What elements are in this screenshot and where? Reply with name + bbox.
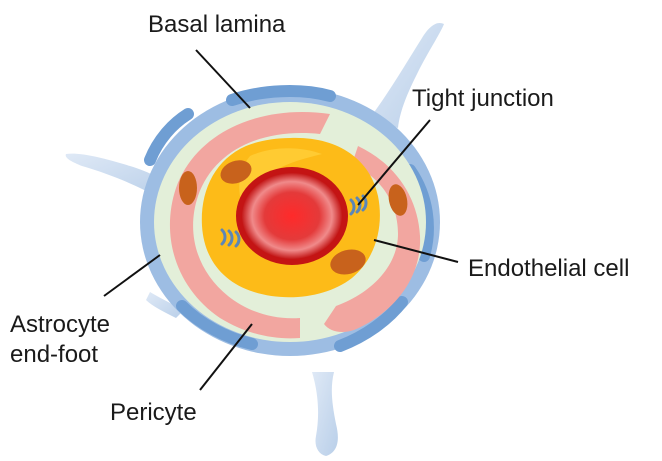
label-tight-junction: Tight junction (412, 85, 554, 112)
vessel-lumen (236, 167, 348, 265)
leader-astrocyte (104, 255, 160, 296)
pericyte-nucleus-left (179, 171, 197, 205)
label-pericyte: Pericyte (110, 399, 197, 426)
astrocyte-process-top-right (370, 23, 444, 128)
lumen-core (242, 173, 342, 259)
label-endothelial-cell: Endothelial cell (468, 255, 629, 282)
leader-basal-lamina (196, 50, 250, 108)
astrocyte-process-bottom (312, 372, 338, 456)
label-astrocyte-line2: end-foot (10, 341, 98, 368)
label-astrocyte-line1: Astrocyte (10, 311, 110, 338)
label-basal-lamina: Basal lamina (148, 11, 286, 38)
